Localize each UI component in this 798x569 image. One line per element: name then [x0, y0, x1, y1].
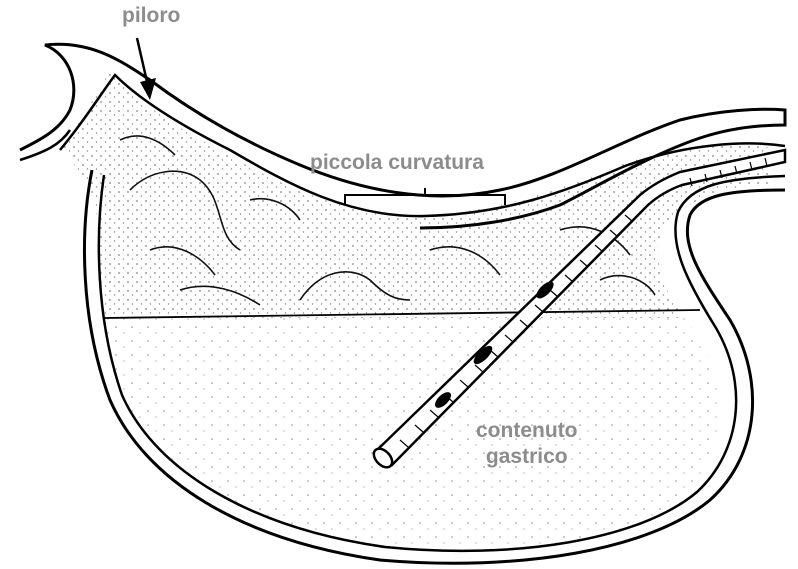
- gastric-content-label-line2: gastrico: [476, 444, 577, 470]
- lesser-curvature-label: piccola curvatura: [310, 150, 484, 176]
- pylorus-label: piloro: [122, 3, 180, 29]
- gastric-content-label: contenuto gastrico: [476, 418, 577, 470]
- gastric-content-label-line1: contenuto: [476, 418, 577, 444]
- pylorus-arrow: [137, 38, 156, 100]
